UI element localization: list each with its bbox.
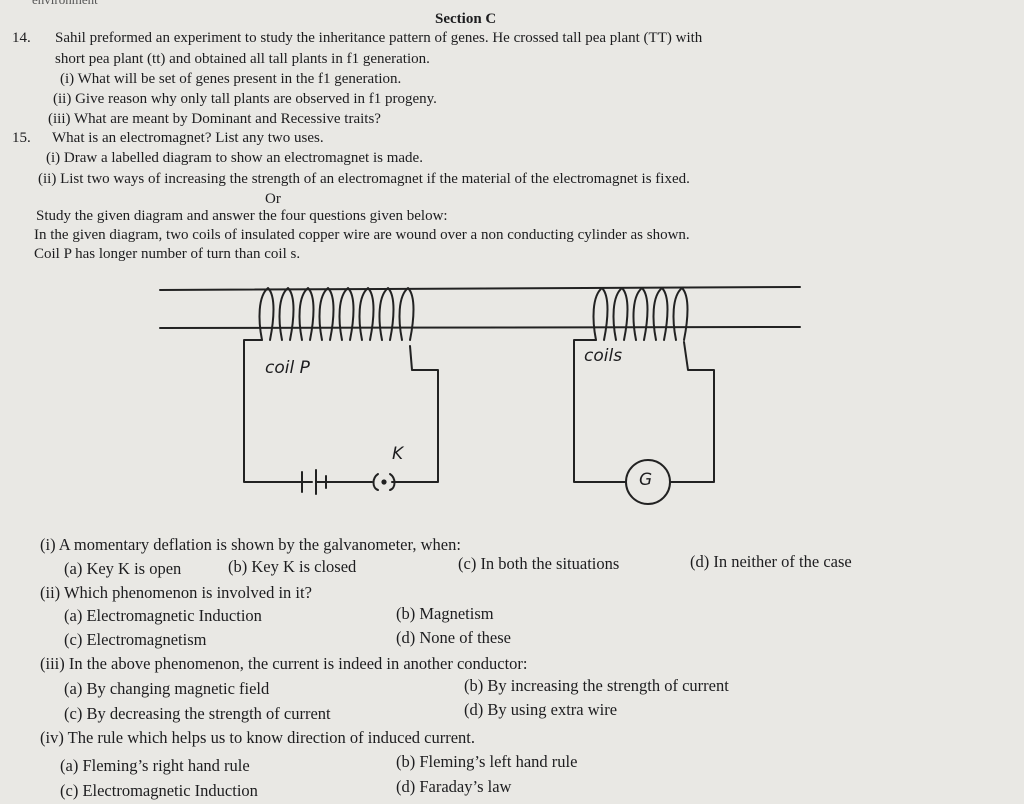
q14-part-i: (i) What will be set of genes present in… [60,71,402,87]
primary-wire-left [243,339,299,483]
mcq-4-option-b: (b) Fleming’s left hand rule [396,752,578,771]
cylinder-bottom-edge [159,326,801,329]
secondary-wire-left [573,339,627,483]
galvanometer-label: G [639,470,653,490]
secondary-wire-right [669,341,715,483]
mcq-4-option-a: (a) Fleming’s right hand rule [60,756,250,775]
mcq-2-option-b: (b) Magnetism [396,604,494,623]
mcq-3-option-b: (b) By increasing the strength of curren… [464,676,729,695]
section-title: Section C [435,11,497,27]
mcq-4-option-d: (d) Faraday’s law [396,777,512,796]
mcq-2-option-c: (c) Electromagnetism [64,630,207,649]
mcq-1-option-c: (c) In both the situations [458,554,620,573]
mcq-1-question: (i) A momentary deflation is shown by th… [40,535,461,554]
q15-part-ii: (ii) List two ways of increasing the str… [38,171,690,187]
diagram-description-line1: In the given diagram, two coils of insul… [34,227,690,243]
mcq-3-option-d: (d) By using extra wire [464,700,618,719]
key-k-symbol [372,473,399,491]
mcq-3-option-c: (c) By decreasing the strength of curren… [64,704,331,723]
q15-text: What is an electromagnet? List any two u… [52,130,324,146]
q15-part-i: (i) Draw a labelled diagram to show an e… [46,150,423,166]
q15-number: 15. [12,130,31,146]
mcq-3-option-a: (a) By changing magnetic field [64,679,270,698]
key-label: K [392,444,404,464]
mcq-1-option-b: (b) Key K is closed [228,557,357,576]
cylinder-top-edge [159,286,801,291]
mcq-4-option-c: (c) Electromagnetic Induction [60,781,258,800]
header-fragment: environment [32,0,98,8]
q14-part-iii: (iii) What are meant by Dominant and Rec… [48,111,381,127]
mcq-4-question: (iv) The rule which helps us to know dir… [40,728,475,747]
mcq-1-option-a: (a) Key K is open [64,559,182,578]
mcq-2-option-a: (a) Electromagnetic Induction [64,606,262,625]
mcq-2-question: (ii) Which phenomenon is involved in it? [40,583,312,602]
coil-s-label: coils [584,346,623,366]
coil-p-windings [258,287,415,341]
or-text: Or [265,191,281,207]
primary-wire-right [397,345,439,483]
study-instruction: Study the given diagram and answer the f… [36,208,448,224]
mcq-2-option-d: (d) None of these [396,628,512,647]
battery-symbol [297,469,373,495]
q14-number: 14. [12,30,31,46]
mcq-1-option-d: (d) In neither of the case [690,552,852,571]
coil-p-label: coil P [265,358,310,378]
galvanometer-circle [625,459,671,505]
coil-s-windings [592,287,689,341]
q14-text-line2: short pea plant (tt) and obtained all ta… [55,51,430,67]
q14-part-ii: (ii) Give reason why only tall plants ar… [53,91,437,107]
q14-text-line1: Sahil preformed an experiment to study t… [55,30,703,46]
mcq-3-question: (iii) In the above phenomenon, the curre… [40,654,528,673]
diagram-description-line2: Coil P has longer number of turn than co… [34,246,301,262]
